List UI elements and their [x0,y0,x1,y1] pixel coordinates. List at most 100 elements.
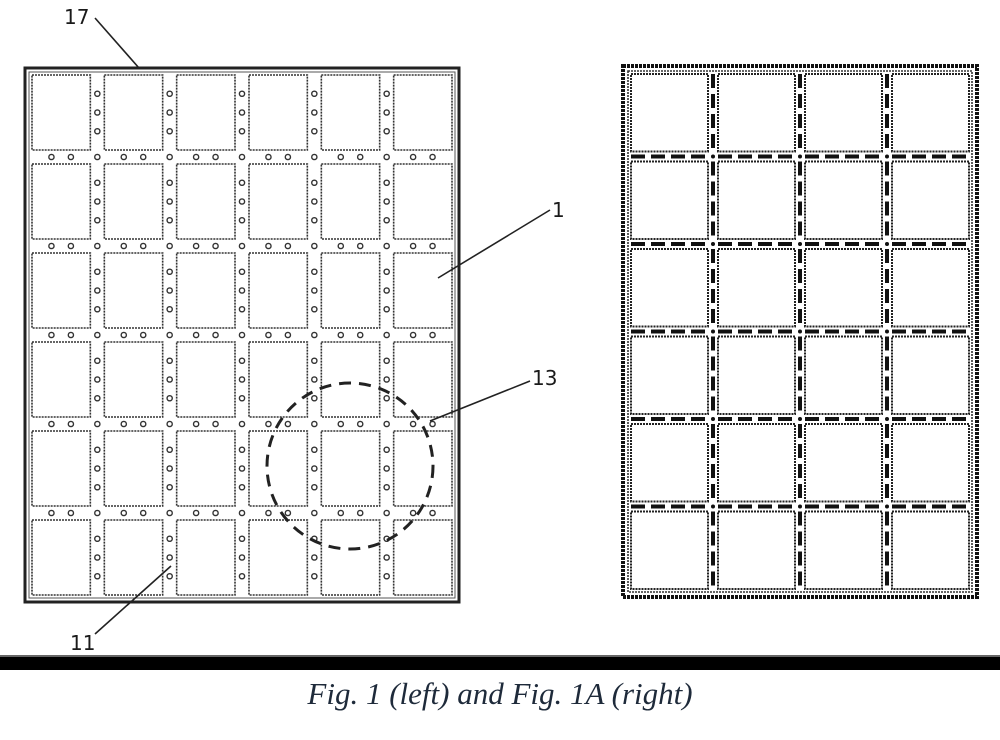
fig-1-junction-connector [166,153,173,161]
fig-1a-cell [630,423,709,503]
fig-1-connector [311,179,318,187]
fig-1-cell [392,341,453,418]
fig-1-junction-connector [238,509,246,517]
fig-1a-outer-frame [621,64,979,599]
fig-1-connector [409,153,417,161]
fig-1-cell [248,252,309,329]
fig-1-connector [265,242,272,250]
fig-1-connector [265,331,272,339]
fig-1-connector [409,509,417,517]
fig-1-left-panel [23,66,461,604]
fig-1-cell [320,519,381,596]
fig-1a-cell [717,73,796,153]
caption-divider-top [0,655,1000,657]
fig-1-connector [311,394,318,402]
fig-1-connector [311,483,318,491]
fig-1-connector [238,535,246,543]
fig-1-connector [166,446,173,454]
fig-1-connector [311,305,318,313]
fig-1-connector [166,305,173,313]
fig-1-cell [31,163,92,240]
fig-1a-cell [630,248,709,328]
fig-1-connector [212,331,219,339]
fig-1-cell [103,341,164,418]
fig-1-connector [383,179,390,187]
fig-1-cell [320,252,381,329]
fig-1a-junction [711,329,715,334]
fig-1-connector [94,305,101,313]
fig-1-cell [31,519,92,596]
fig-1-cell [31,341,92,418]
fig-1-connector [238,305,246,313]
fig-1-connector [166,179,173,187]
fig-1-connector [238,394,246,402]
fig-1-connector [356,153,364,161]
fig-1-connector [120,420,128,428]
fig-1-connector [48,242,55,250]
fig-1-connector [212,153,219,161]
fig-1-cell [248,430,309,507]
fig-1-connector [212,509,219,517]
reference-label-17: 17 [64,5,89,29]
fig-1-cell [392,430,453,507]
fig-1a-cell [891,510,970,590]
fig-1-connector [383,376,390,383]
figure-drawing: 17 1 13 11 [23,5,979,655]
fig-1a-junction [711,504,715,509]
fig-1-connector [94,109,101,116]
fig-1-connector [383,465,390,472]
fig-1a-junction [711,417,715,421]
fig-1-connector [383,394,390,402]
fig-1-connector [311,376,318,383]
fig-1-connector [48,509,55,517]
fig-1-connector [383,483,390,491]
fig-1-connector [238,198,246,205]
fig-1-junction-connector [383,509,390,517]
leader-line-13 [429,380,531,422]
fig-1-connector [311,90,318,98]
caption-divider-bar [0,657,1000,670]
highlight-dashed-circle [265,381,435,551]
fig-1a-junction [711,154,715,159]
fig-1-connector [120,509,128,517]
fig-1-connector [94,535,101,543]
fig-1-cell [320,430,381,507]
fig-1-connector [429,420,436,428]
fig-1-connector [48,153,55,161]
fig-1a-junction [885,329,889,334]
fig-1-connector [238,109,246,116]
fig-1-connector [48,331,55,339]
fig-1-connector [238,465,246,472]
fig-1a-junction [798,417,802,421]
fig-1-junction-connector [166,331,173,339]
fig-1-connector [383,216,390,224]
fig-1-cell [248,519,309,596]
fig-1-cell [175,74,236,151]
fig-1-connector [67,331,75,339]
fig-1-cell [392,519,453,596]
fig-1-connector [383,198,390,205]
fig-1-connector [94,376,101,383]
fig-1-connector [166,483,173,491]
fig-1-connector [94,198,101,205]
reference-annotations: 17 1 13 11 [64,5,565,655]
fig-1-junction-connector [311,242,318,250]
fig-1-connector [192,331,200,339]
fig-1-junction-connector [94,242,101,250]
fig-1-junction-connector [94,509,101,517]
fig-1-junction-connector [383,420,390,428]
fig-1a-cell [717,160,796,240]
reference-label-13: 13 [532,366,557,390]
fig-1-connector [166,357,173,365]
fig-1-connector [383,90,390,98]
fig-1-connector [409,420,417,428]
fig-1-connector [166,127,173,135]
fig-1-connector [284,153,292,161]
fig-1-cell [320,74,381,151]
fig-1-connector [311,268,318,276]
fig-1-connector [139,420,147,428]
fig-1-connector [337,509,345,517]
fig-1-connector [139,509,147,517]
fig-1a-junction [885,242,889,246]
fig-1-connector [383,572,390,580]
